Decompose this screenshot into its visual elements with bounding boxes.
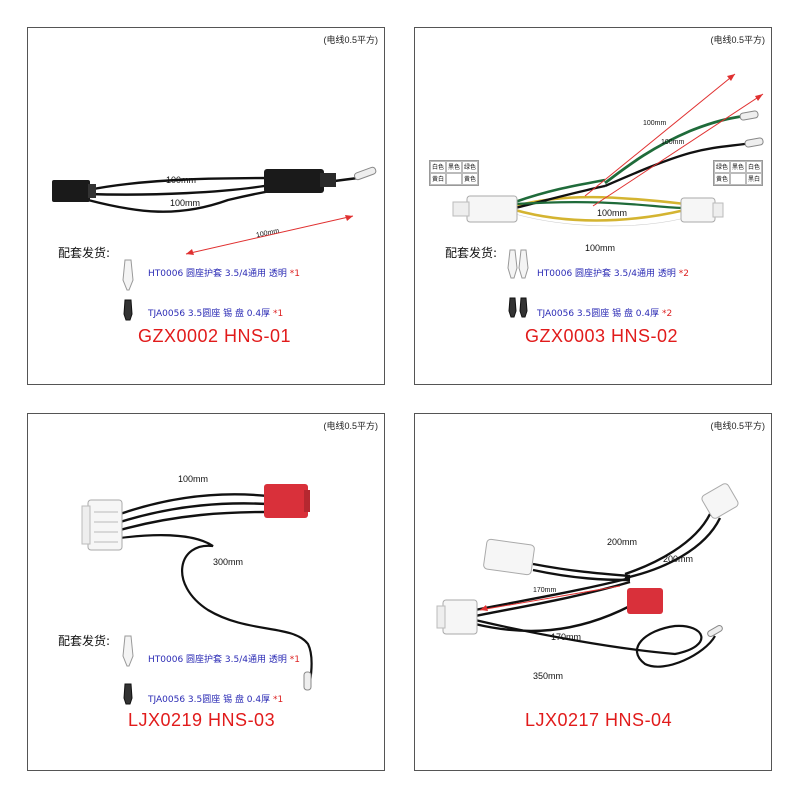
length-label: 100mm (178, 474, 209, 484)
terminal-pin (353, 166, 377, 181)
accessory-ht0006: HT0006 圆座护套 3.5/4通用 透明 *2 (537, 269, 689, 279)
length-label: 100mm (585, 243, 616, 253)
crimp-terminal-icon (123, 299, 133, 321)
pin-legend-right: 绿色 黑色 白色 黄色 黑白 (713, 160, 763, 186)
crimp-terminal-icon (123, 683, 133, 705)
kit-title: 配套发货: (58, 246, 111, 260)
product-code: LJX0219 HNS-03 (128, 710, 276, 730)
accessory-tja0056: TJA0056 3.5圆座 锡 盘 0.4厚 *1 (148, 695, 284, 705)
length-label: 100mm (597, 208, 628, 218)
product-code: GZX0003 HNS-02 (525, 326, 679, 346)
length-label: 100mm (661, 139, 685, 146)
wire-spec-note: (电线0.5平方) (323, 421, 378, 431)
red-connector (264, 484, 308, 518)
wire-spec-note: (电线0.5平方) (323, 35, 378, 45)
wire-spec-note: (电线0.5平方) (710, 421, 765, 431)
kit-title: 配套发货: (445, 246, 498, 260)
product-code: LJX0217 HNS-04 (525, 710, 673, 730)
white-connector-right (680, 197, 716, 223)
length-label: 200mm (607, 537, 638, 547)
terminal-pin (303, 671, 312, 691)
crimp-terminal-icon (508, 297, 517, 318)
pin-legend-left: 白色 黑色 绿色 黄白 黄色 (429, 160, 479, 186)
panel-gzx0003: (电线0.5平方) 白色 黑色 绿色 黄白 黄色 绿色 黑色 白色 黄色 黑白 … (414, 27, 772, 385)
terminal-pin (739, 110, 759, 121)
accessory-tja0056: TJA0056 3.5圆座 锡 盘 0.4厚 *1 (148, 309, 284, 319)
harness-drawing (436, 483, 739, 668)
sleeve-icon (122, 259, 134, 291)
harness-drawing (81, 484, 313, 705)
accessory-ht0006: HT0006 圆座护套 3.5/4通用 透明 *1 (148, 655, 300, 665)
length-label: 100mm (166, 175, 197, 185)
crimp-terminal-icon (519, 297, 528, 318)
red-connector (627, 588, 663, 614)
white-connector-top (701, 483, 739, 519)
panel-ljx0217: (电线0.5平方) 200mm 200mm 170mm 170mm 350mm … (414, 413, 772, 771)
wire-spec-note: (电线0.5平方) (710, 35, 765, 45)
harness-drawing (452, 73, 764, 318)
length-label: 170mm (533, 587, 557, 594)
kit-title: 配套发货: (58, 634, 111, 648)
white-connector-left (483, 538, 535, 576)
sleeve-icon (122, 635, 134, 667)
length-label: 100mm (643, 120, 667, 127)
length-label: 200mm (663, 554, 694, 564)
accessory-tja0056: TJA0056 3.5圆座 锡 盘 0.4厚 *2 (537, 309, 673, 319)
sleeve-icon (507, 249, 518, 279)
terminal-pin (707, 625, 723, 637)
harness-drawing (52, 166, 377, 321)
length-label: 350mm (533, 671, 564, 681)
panel-gzx0002: (电线0.5平方) 100mm 100mm 100mm 配套发货: HT0006… (27, 27, 385, 385)
accessory-ht0006: HT0006 圆座护套 3.5/4通用 透明 *1 (148, 269, 300, 279)
terminal-pin (744, 137, 764, 148)
product-code: GZX0002 HNS-01 (138, 326, 292, 346)
white-connector-left (466, 195, 518, 223)
black-connector-right (264, 169, 324, 193)
black-connector-left (52, 180, 90, 202)
length-label: 170mm (551, 632, 582, 642)
panel-ljx0219: (电线0.5平方) 100mm 300mm 配套发货: HT0006 圆座护套 … (27, 413, 385, 771)
white-connector-lower (442, 599, 478, 635)
length-label: 300mm (213, 557, 244, 567)
sleeve-icon (518, 249, 529, 279)
length-label: 100mm (170, 198, 201, 208)
